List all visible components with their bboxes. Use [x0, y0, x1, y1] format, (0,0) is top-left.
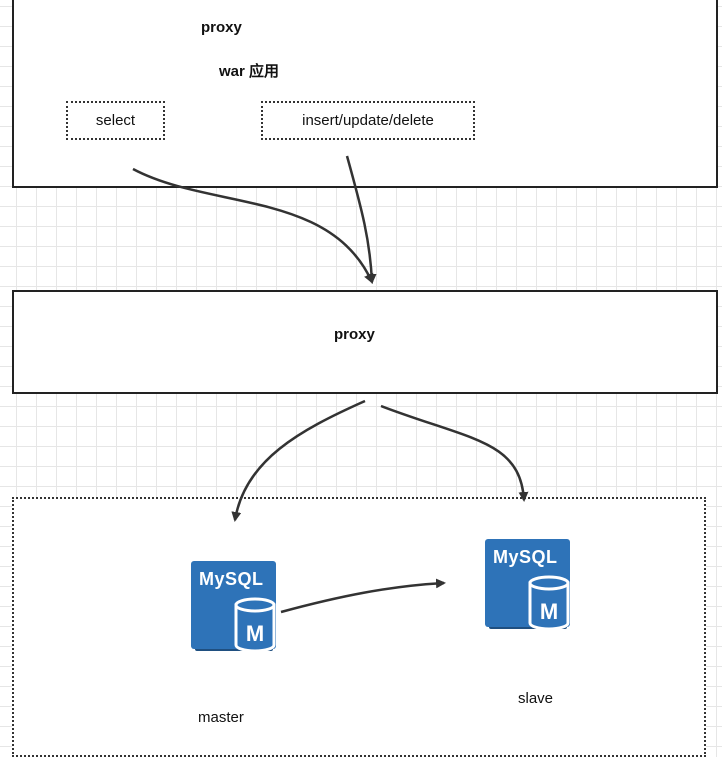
top-box-subtitle: war 应用	[219, 63, 280, 80]
master-badge: M	[246, 621, 264, 646]
master-mysql-icon: MySQL M	[191, 561, 277, 653]
write-ops-box: insert/update/delete	[261, 101, 475, 140]
top-box-title: proxy	[201, 19, 242, 36]
proxy-to-slave-arrow	[380, 404, 529, 502]
master-label: master	[198, 709, 244, 726]
select-label: select	[95, 112, 136, 129]
proxy-box	[12, 290, 718, 394]
master-logo-text: MySQL	[199, 569, 264, 589]
proxy-box-title: proxy	[334, 326, 375, 343]
slave-badge: M	[540, 599, 558, 624]
war-app-proxy-box	[12, 0, 718, 188]
write-ops-label: insert/update/delete	[302, 112, 434, 129]
slave-logo-text: MySQL	[493, 547, 558, 567]
slave-label: slave	[518, 690, 554, 707]
slave-database-cylinder-icon: M	[528, 575, 570, 631]
master-database-cylinder-icon: M	[234, 597, 276, 653]
database-cluster-region	[12, 497, 706, 757]
slave-mysql-icon: MySQL M	[485, 539, 571, 631]
select-box: select	[66, 101, 165, 140]
